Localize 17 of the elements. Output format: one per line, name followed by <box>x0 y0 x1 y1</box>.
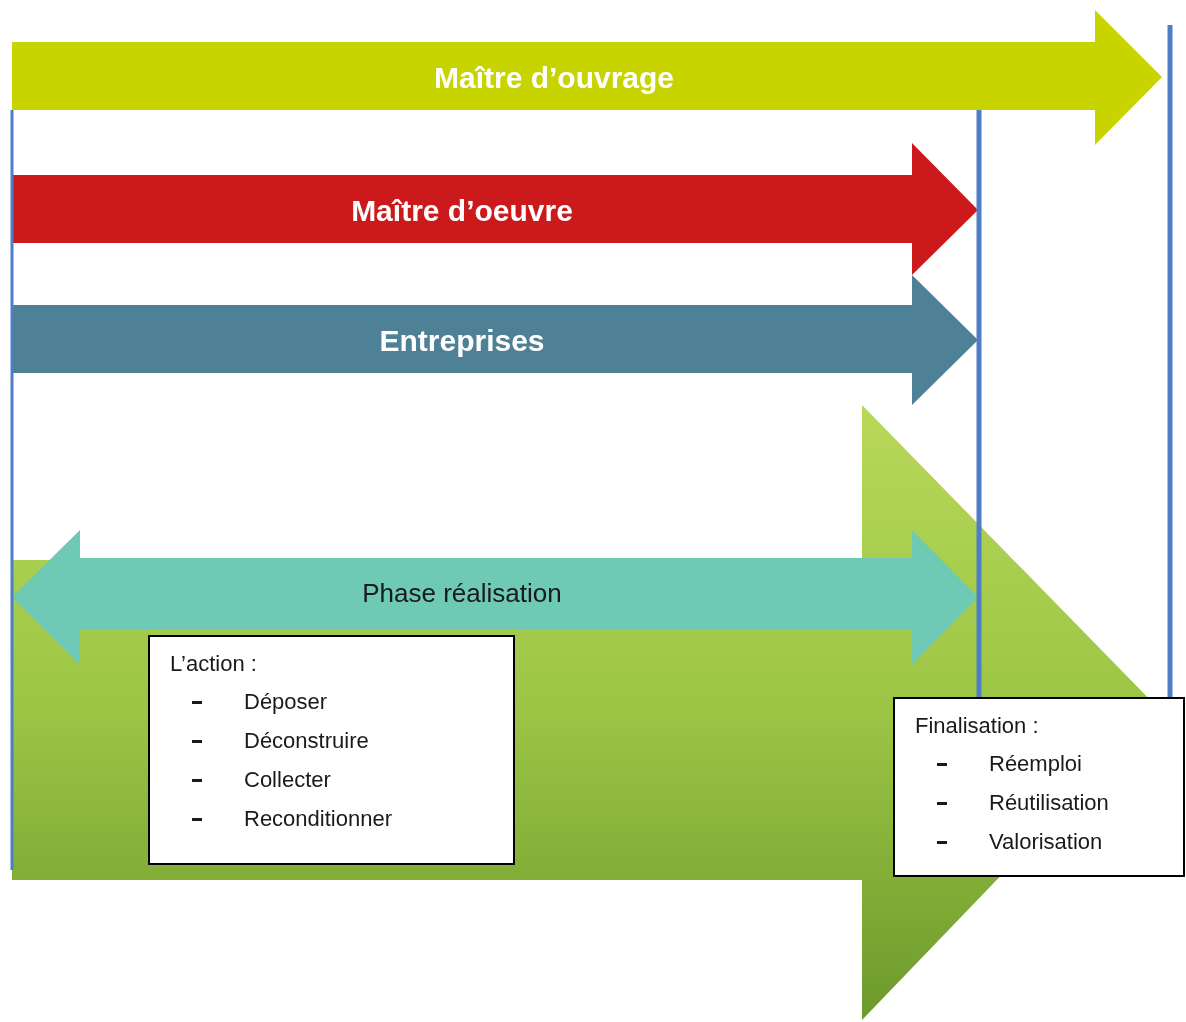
list-item: Déconstruire <box>244 727 369 755</box>
text-box <box>893 697 1185 877</box>
text-box <box>148 635 515 865</box>
list-item: Reconditionner <box>244 805 392 833</box>
list-item: Déposer <box>244 688 328 716</box>
box-heading: L’action : <box>170 650 257 678</box>
arrow-label: Entreprises <box>379 322 545 359</box>
list-item: Valorisation <box>989 828 1103 856</box>
arrow-label: Maître d’ouvrage <box>433 59 675 96</box>
milestone-line <box>1167 25 1173 697</box>
arrow-label: Maître d’oeuvre <box>351 192 573 229</box>
arrow-label: Phase réalisation <box>362 576 562 610</box>
box-heading: Finalisation : <box>915 712 1039 740</box>
list-item: Réutilisation <box>989 789 1109 817</box>
list-item: Collecter <box>244 766 331 794</box>
milestone-line <box>976 110 982 697</box>
list-item: Réemploi <box>989 750 1082 778</box>
